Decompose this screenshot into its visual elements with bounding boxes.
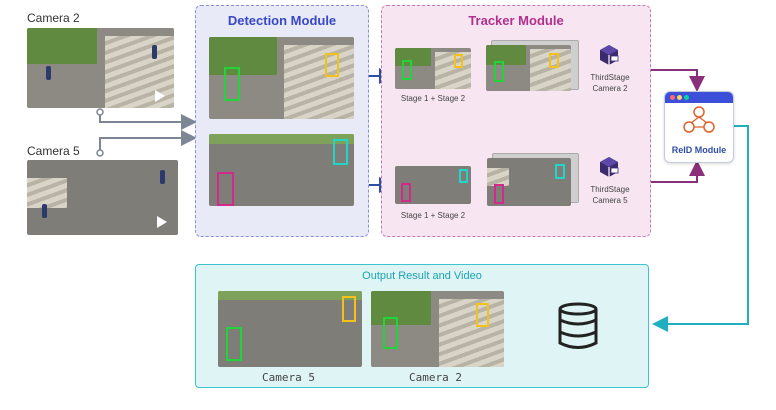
- tracker-frame-stage12-bottom: [395, 166, 471, 204]
- database-icon: [558, 302, 598, 349]
- stage-label-bottom: Stage 1 + Stage 2: [400, 211, 466, 220]
- camera2-video[interactable]: [27, 28, 174, 108]
- detection-module-title: Detection Module: [227, 13, 337, 28]
- reid-window-icon: [665, 92, 733, 103]
- tracker-frame-third-bottom: [487, 158, 571, 206]
- detection-frame-camera5: [209, 134, 354, 206]
- third-stage-top-line2: Camera 2: [592, 84, 628, 93]
- camera5-video[interactable]: [27, 160, 178, 235]
- detection-frame-camera2: [209, 37, 354, 119]
- cube-icon: [600, 45, 619, 65]
- camera5-to-detection-arrow: [99, 130, 197, 153]
- tracker-bottom-to-reid-arrow: [643, 160, 705, 183]
- third-stage-top-line1: ThirdStage: [590, 73, 630, 82]
- camera2-to-detection-arrow: [99, 112, 197, 130]
- play-icon[interactable]: [157, 216, 167, 228]
- camera2-label: Camera 2: [27, 11, 80, 25]
- third-stage-bottom-line1: ThirdStage: [590, 185, 630, 194]
- output-video-camera2[interactable]: [371, 291, 504, 367]
- output-caption-camera2: Camera 2: [409, 371, 462, 384]
- reid-module-title: ReID Module: [671, 145, 727, 155]
- output-video-camera5[interactable]: [218, 291, 362, 367]
- reid-to-output-arrow: [652, 125, 749, 332]
- tracker-frame-stage12-top: [395, 48, 471, 89]
- camera5-label: Camera 5: [27, 144, 80, 158]
- stage-label-top: Stage 1 + Stage 2: [400, 94, 466, 103]
- reid-module: ReID Module: [664, 91, 734, 163]
- output-caption-camera5: Camera 5: [262, 371, 315, 384]
- third-stage-bottom-line2: Camera 5: [592, 196, 628, 205]
- cube-icon: [600, 157, 619, 177]
- output-panel-title: Output Result and Video: [362, 270, 482, 282]
- tracker-top-to-reid-arrow: [643, 69, 705, 92]
- play-icon[interactable]: [155, 90, 165, 102]
- tracker-frame-third-top: [486, 45, 571, 91]
- tracker-module-title: Tracker Module: [468, 13, 564, 28]
